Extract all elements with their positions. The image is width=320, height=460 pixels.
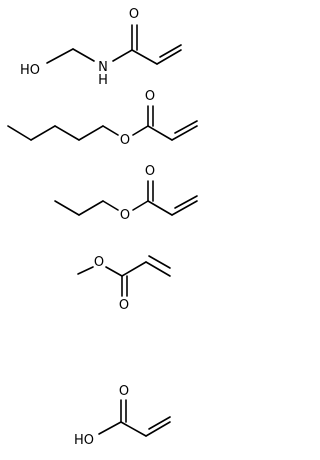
bond [147, 125, 173, 141]
bond [78, 125, 104, 141]
bond [132, 125, 149, 136]
bond [159, 44, 182, 58]
bond [30, 125, 56, 141]
bond [77, 266, 94, 275]
bond [112, 49, 133, 62]
bond [54, 200, 80, 216]
atom-label-o: O [119, 298, 129, 313]
bond [78, 200, 104, 216]
bond [72, 48, 95, 62]
bond [54, 125, 80, 141]
bond [145, 421, 171, 437]
bond [148, 416, 171, 430]
bond [145, 261, 171, 277]
bond [131, 49, 158, 65]
bond [171, 200, 198, 216]
molecule-methyl-acrylate: O O [77, 255, 171, 313]
bond [120, 421, 147, 437]
bond [105, 266, 123, 277]
atom-label-h: H [98, 73, 108, 88]
atom-label-o: O [94, 255, 104, 270]
atom-label-o: O [145, 89, 155, 104]
bond [148, 255, 171, 269]
bond [156, 49, 182, 65]
molecule-acrylic-acid: O HO [74, 384, 171, 448]
bond [102, 125, 119, 136]
bond [174, 120, 198, 134]
atom-label-o: O [145, 164, 155, 179]
bond [174, 195, 198, 209]
molecule-butyl-acrylate: O O [7, 89, 198, 148]
molecule-ethyl-acrylate: O O [54, 164, 198, 223]
bond [147, 200, 173, 216]
bond [7, 125, 32, 141]
atom-label-ho: HO [74, 433, 94, 448]
molecules-drawing: O HO N H O O O O [7, 7, 198, 448]
atom-label-o: O [120, 133, 130, 148]
bond [46, 48, 74, 64]
atom-label-o: O [120, 208, 130, 223]
molecule-n-hydroxymethylacrylamide: O HO N H [20, 7, 182, 88]
atom-label-o: O [119, 384, 129, 399]
bond [132, 200, 149, 211]
structure-canvas: O HO N H O O O O [7, 7, 198, 448]
bond [171, 125, 198, 141]
atom-label-ho: HO [20, 63, 40, 78]
atom-label-n: N [98, 60, 108, 75]
bond [98, 421, 122, 435]
atom-label-o: O [129, 7, 139, 22]
bond [121, 261, 147, 277]
bond [102, 200, 119, 211]
